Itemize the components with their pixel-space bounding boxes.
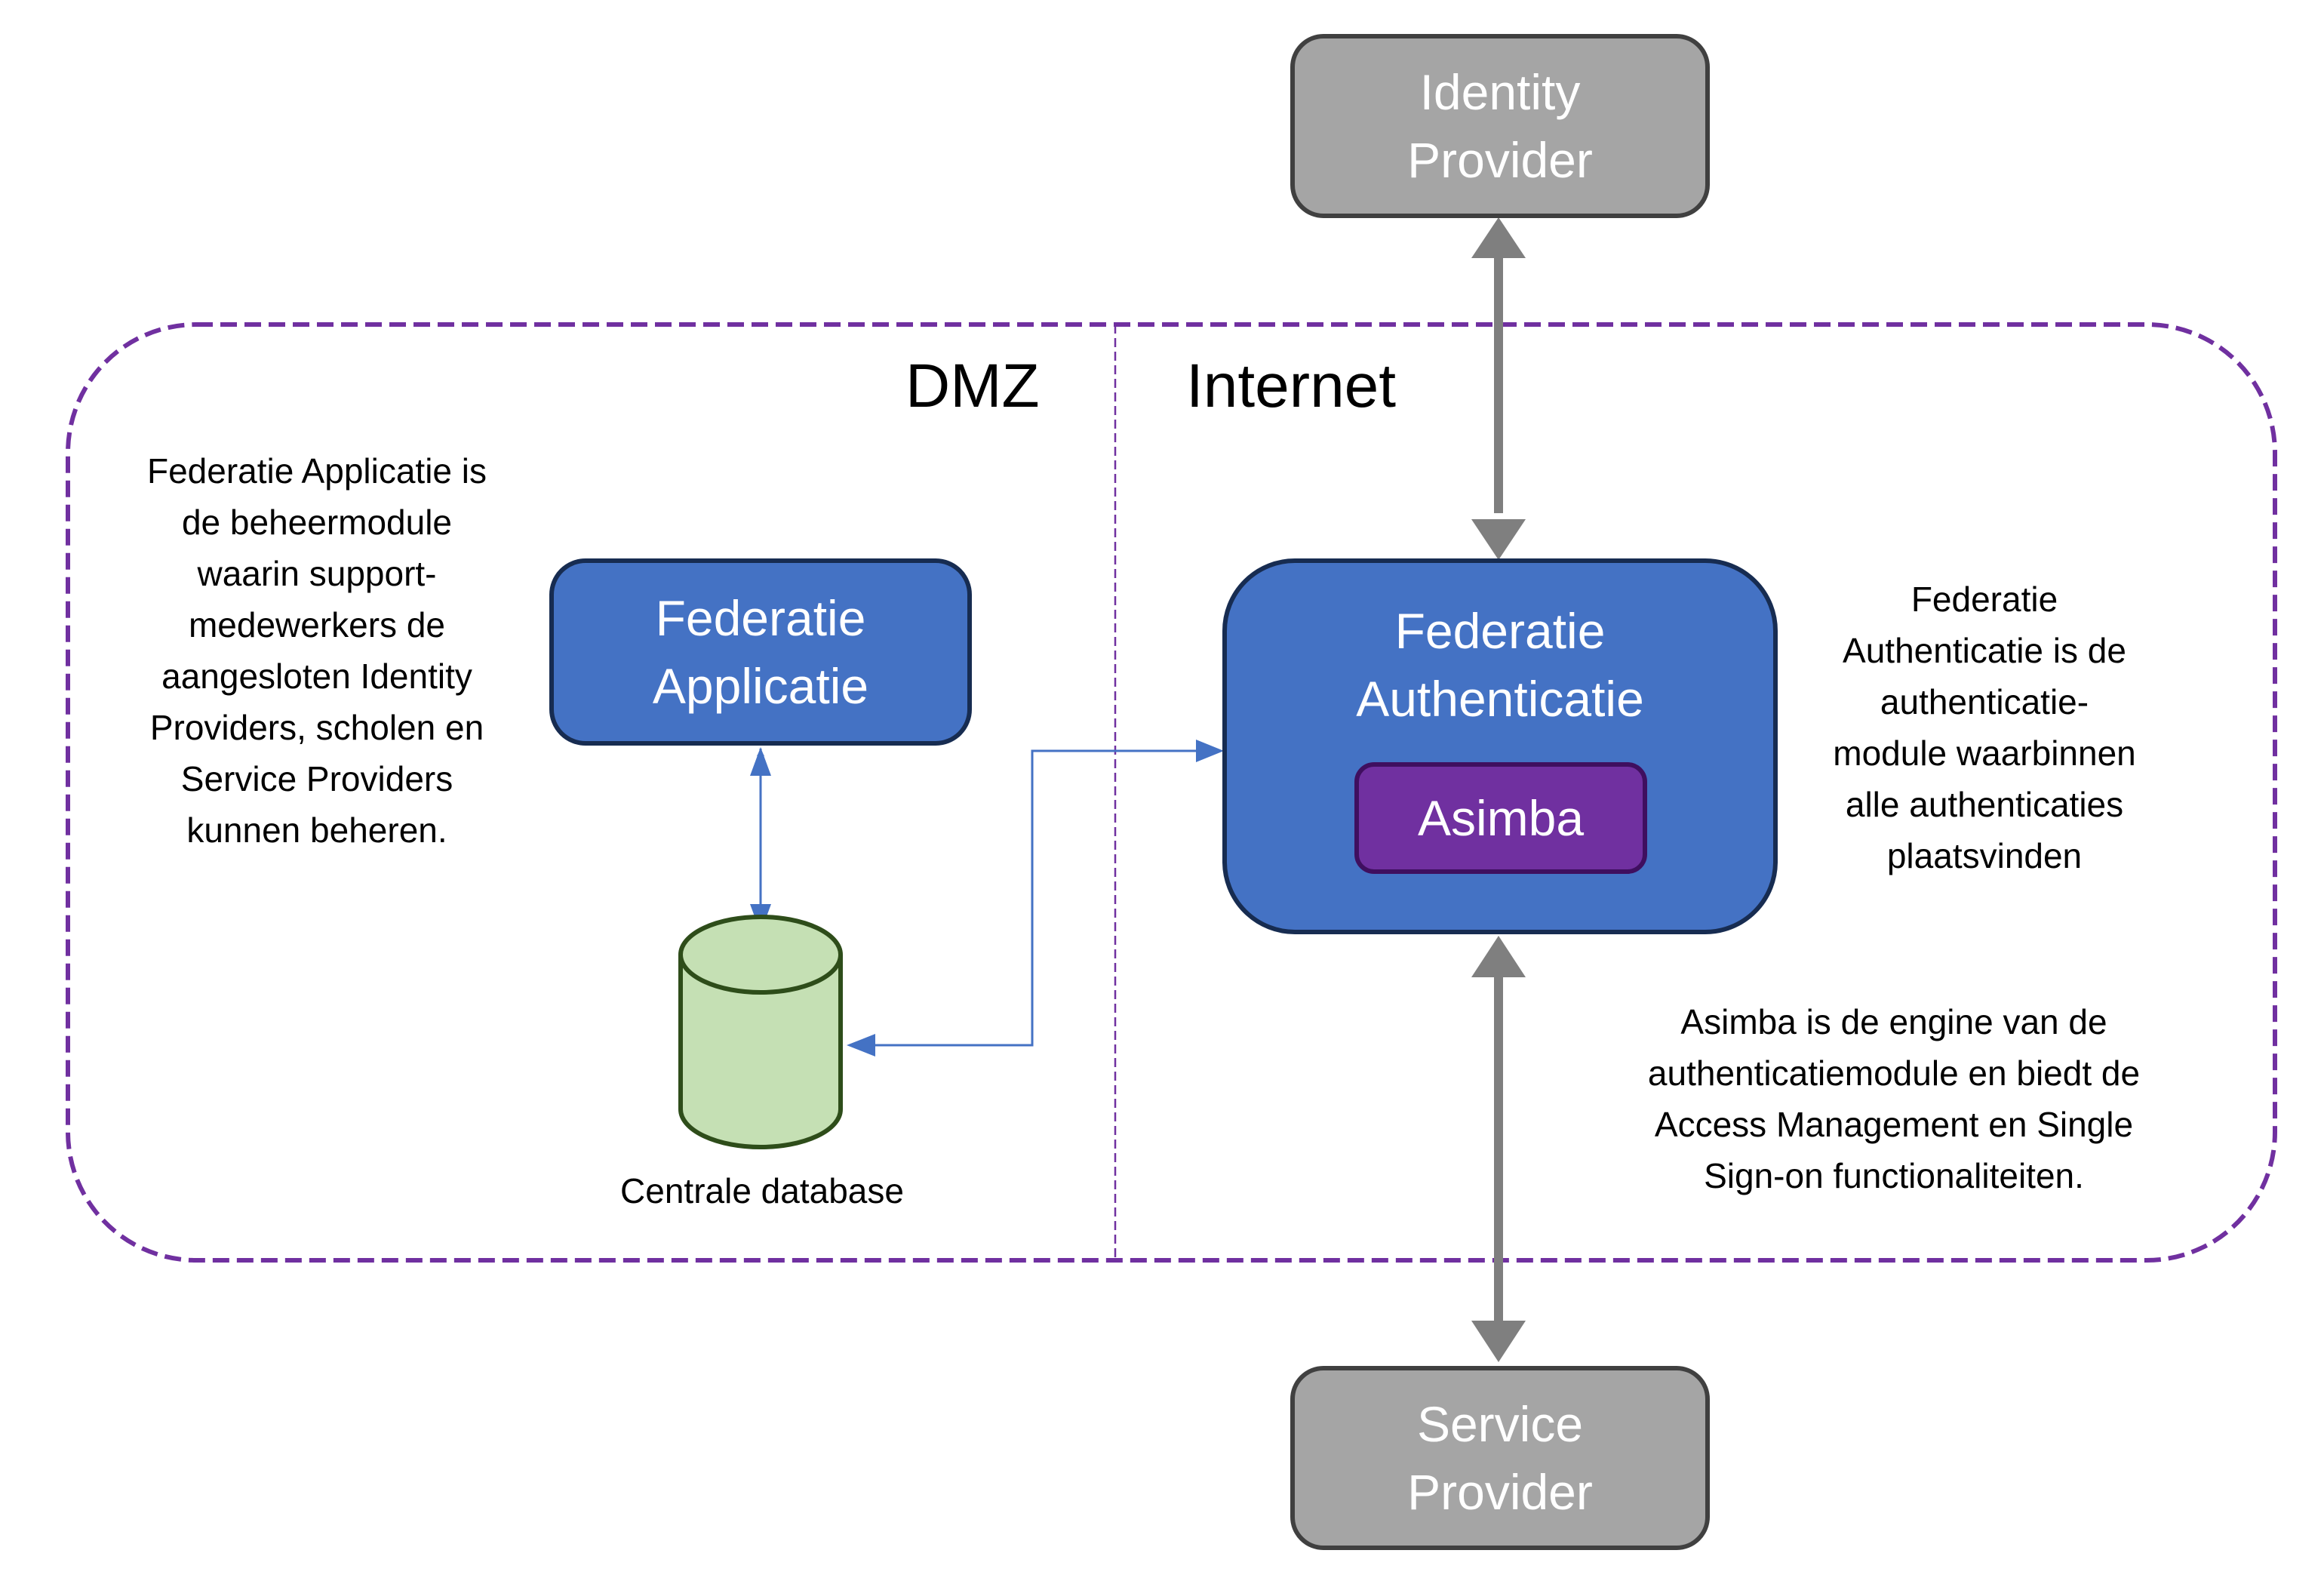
federatie-authenticatie-box[interactable]: Federatie Authenticatie <box>1222 558 1778 934</box>
identity-provider-label: Identity Provider <box>1407 64 1593 188</box>
federatie-authenticatie-label: Federatie Authenticatie <box>1356 603 1644 727</box>
note-asimba: Asimba is de engine van de authenticatie… <box>1647 1002 2141 1195</box>
federatie-applicatie-label: Federatie Applicatie <box>652 590 869 714</box>
arrow-db-auth <box>847 740 1224 1057</box>
asimba-label: Asimba <box>1417 790 1585 846</box>
service-provider-box[interactable]: Service Provider <box>1290 1366 1710 1550</box>
zone-label-dmz: DMZ <box>905 352 1040 420</box>
database-cylinder[interactable] <box>678 915 843 1149</box>
zone-label-internet: Internet <box>1186 352 1397 420</box>
identity-provider-box[interactable]: Identity Provider <box>1290 34 1710 218</box>
note-federatie-applicatie: Federatie Applicatie is de beheermodule … <box>146 451 487 850</box>
network-boundary <box>66 322 2277 1263</box>
service-provider-label: Service Provider <box>1407 1396 1593 1520</box>
arrow-idp-auth <box>1471 217 1526 560</box>
note-federatie-authenticatie: Federatie Authenticatie is de authentica… <box>1833 580 2136 875</box>
asimba-box[interactable]: Asimba <box>1354 762 1647 874</box>
database-label: Centrale database <box>620 1171 904 1210</box>
arrow-auth-sp <box>1471 936 1526 1362</box>
federatie-applicatie-box[interactable]: Federatie Applicatie <box>549 558 972 746</box>
